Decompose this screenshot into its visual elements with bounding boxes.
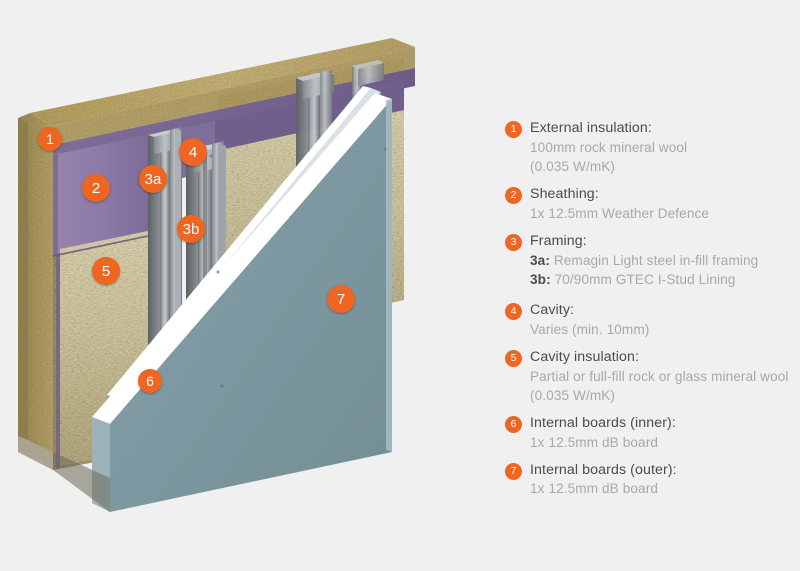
diagram-badge-6: 6: [138, 369, 162, 393]
legend-subline-3a: 3a: Remagin Light steel in-fill framing: [530, 251, 797, 270]
legend-badge-3: 3: [505, 233, 522, 251]
legend-entry-cavity: 4 Cavity: Varies (min. 10mm): [505, 301, 797, 339]
legend-title-3: Framing:: [530, 232, 587, 249]
legend-badge-6: 6: [505, 415, 522, 433]
legend-badge-4: 4: [505, 302, 522, 320]
diagram-badge-1: 1: [38, 127, 62, 151]
legend-badge-7: 7: [505, 462, 522, 480]
legend-entry-sheathing: 2 Sheathing: 1x 12.5mm Weather Defence: [505, 185, 797, 223]
build-up-legend: 1 External insulation: 100mm rock minera…: [505, 119, 797, 507]
legend-badge-1: 1: [505, 121, 522, 138]
legend-key-3b: 3b:: [530, 271, 551, 287]
legend-entry-internal-boards-inner: 6 Internal boards (inner): 1x 12.5mm dB …: [505, 414, 797, 452]
legend-title-5: Cavity insulation:: [530, 348, 640, 365]
legend-badge-5: 5: [505, 349, 522, 367]
diagram-badge-3b: 3b: [177, 215, 205, 243]
diagram-badge-2: 2: [82, 174, 110, 202]
legend-line-6-0: 1x 12.5mm dB board: [530, 434, 658, 450]
legend-line-1-1: (0.035 W/mK): [530, 158, 616, 174]
legend-title-2: Sheathing:: [530, 185, 599, 202]
legend-line-7-0: 1x 12.5mm dB board: [530, 481, 658, 497]
legend-title-7: Internal boards (outer):: [530, 461, 677, 478]
diagram-badge-5: 5: [92, 257, 120, 285]
diagram-badge-7: 7: [327, 285, 355, 313]
legend-entry-framing: 3 Framing: 3a: Remagin Light steel in-fi…: [505, 232, 797, 289]
legend-title-4: Cavity:: [530, 301, 575, 318]
wall-build-up-diagram: 1 2 3a 3b 4 5 6 7: [18, 38, 415, 512]
legend-badge-2: 2: [505, 186, 522, 204]
diagram-badge-4: 4: [179, 138, 207, 166]
legend-entry-internal-boards-outer: 7 Internal boards (outer): 1x 12.5mm dB …: [505, 461, 797, 499]
legend-line-4-0: Varies (min. 10mm): [530, 321, 650, 337]
legend-text-3a: Remagin Light steel in-fill framing: [553, 252, 759, 268]
legend-title-6: Internal boards (inner):: [530, 414, 676, 431]
legend-text-3b: 70/90mm GTEC I-Stud Lining: [554, 271, 736, 287]
legend-line-1-0: 100mm rock mineral wool: [530, 139, 688, 155]
legend-entry-external-insulation: 1 External insulation: 100mm rock minera…: [505, 119, 797, 176]
legend-subline-3b: 3b: 70/90mm GTEC I-Stud Lining: [530, 270, 797, 289]
diagram-badge-3a: 3a: [139, 165, 167, 193]
legend-entry-cavity-insulation: 5 Cavity insulation: Partial or full-fil…: [505, 348, 797, 405]
legend-line-5-0: Partial or full-fill rock or glass miner…: [530, 368, 789, 384]
legend-title-1: External insulation:: [530, 120, 652, 136]
legend-key-3a: 3a:: [530, 252, 550, 268]
legend-line-2-0: 1x 12.5mm Weather Defence: [530, 205, 710, 221]
legend-line-5-1: (0.035 W/mK): [530, 387, 616, 403]
